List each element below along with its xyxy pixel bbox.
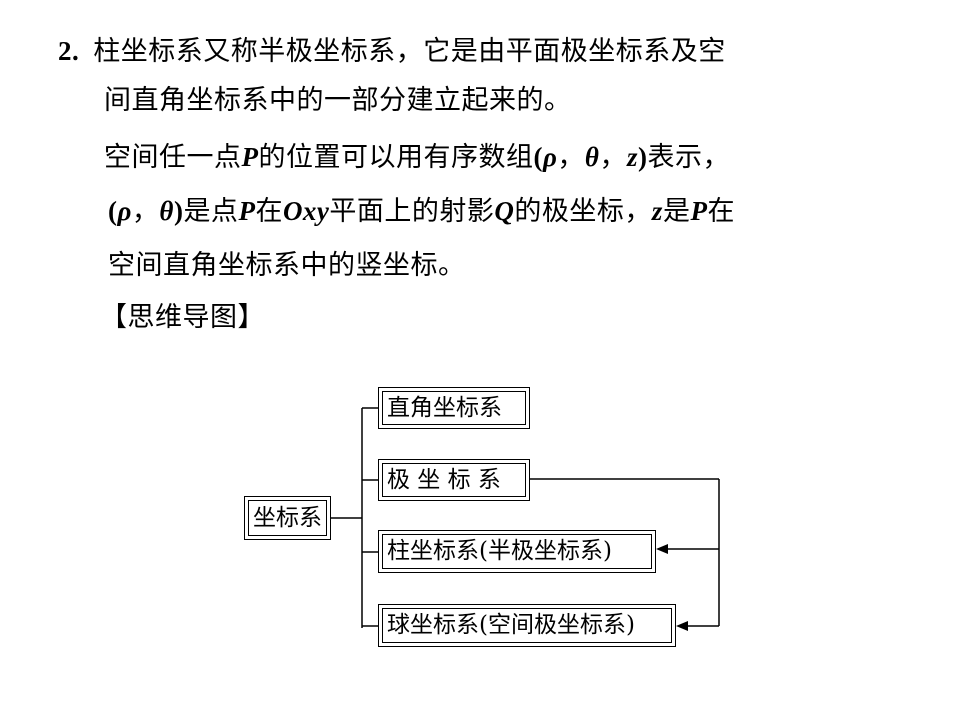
mindmap-node-label: 直角坐标系 bbox=[387, 394, 502, 421]
line3-b: 的位置可以用有序数组 bbox=[258, 142, 534, 173]
line4-c: 平面上的射影 bbox=[329, 196, 495, 227]
line3-c: 表示， bbox=[647, 142, 730, 173]
line2-text: 间直角坐标系中的一部分建立起来的。 bbox=[104, 85, 572, 116]
line4-a: 是点 bbox=[183, 196, 239, 227]
paragraph-line-5: 空间直角坐标系中的竖坐标。 bbox=[108, 248, 466, 284]
comma: ， bbox=[599, 142, 627, 173]
line4-e: 是 bbox=[662, 196, 691, 227]
symbol-Oxy: Oxy bbox=[282, 196, 330, 226]
symbol-z: z bbox=[651, 196, 663, 226]
mindmap-root-node: 坐标系 bbox=[244, 496, 331, 540]
mindmap-heading: 【思维导图】 bbox=[100, 300, 265, 336]
line4-d: 的极坐标， bbox=[514, 196, 652, 227]
item-number: 2 bbox=[58, 36, 72, 66]
paragraph-line-2: 间直角坐标系中的一部分建立起来的。 bbox=[104, 83, 572, 119]
item-number-dot: . bbox=[72, 36, 80, 66]
symbol-rho: ρ bbox=[543, 142, 558, 172]
paren-open: ( bbox=[533, 142, 543, 172]
line5-text: 空间直角坐标系中的竖坐标。 bbox=[108, 250, 466, 281]
mindmap-node-label: 极 坐 标 系 bbox=[387, 466, 501, 493]
arrowhead-cylindrical bbox=[656, 544, 668, 554]
mindmap-heading-text: 【思维导图】 bbox=[100, 302, 265, 333]
mindmap-node-rectangular: 直角坐标系 bbox=[378, 387, 530, 429]
symbol-P: P bbox=[690, 196, 708, 226]
paren-close: ) bbox=[637, 142, 648, 172]
comma: ， bbox=[131, 196, 160, 227]
mindmap-node-cylindrical: 柱坐标系(半极坐标系) bbox=[378, 530, 656, 573]
paren-open: ( bbox=[108, 196, 118, 226]
line1-text: 柱坐标系又称半极坐标系，它是由平面极坐标系及空 bbox=[93, 36, 726, 67]
mindmap-root-label: 坐标系 bbox=[253, 504, 322, 531]
symbol-Q: Q bbox=[494, 196, 515, 226]
mindmap-node-polar: 极 坐 标 系 bbox=[378, 459, 530, 501]
comma: ， bbox=[557, 142, 585, 173]
symbol-P: P bbox=[241, 142, 259, 172]
paragraph-line-1: 2. 柱坐标系又称半极坐标系，它是由平面极坐标系及空 bbox=[58, 33, 726, 70]
symbol-P: P bbox=[238, 196, 256, 226]
paragraph-line-4: (ρ，θ)是点P在Oxy平面上的射影Q的极坐标，z是P在 bbox=[108, 193, 735, 230]
mindmap-node-label: 球坐标系(空间极坐标系) bbox=[387, 612, 635, 638]
paren-close: ) bbox=[173, 196, 184, 226]
line4-f: 在 bbox=[707, 196, 735, 227]
arrowhead-spherical bbox=[676, 621, 688, 631]
mindmap-node-spherical: 球坐标系(空间极坐标系) bbox=[378, 604, 676, 647]
symbol-z: z bbox=[626, 142, 638, 172]
symbol-rho: ρ bbox=[117, 196, 132, 226]
symbol-theta: θ bbox=[159, 196, 174, 226]
mindmap-node-label: 柱坐标系(半极坐标系) bbox=[387, 538, 612, 564]
symbol-theta: θ bbox=[584, 142, 600, 172]
line4-b: 在 bbox=[255, 196, 283, 227]
line3-a: 空间任一点 bbox=[104, 142, 242, 173]
paragraph-line-3: 空间任一点P的位置可以用有序数组(ρ，θ，z)表示， bbox=[104, 139, 730, 176]
